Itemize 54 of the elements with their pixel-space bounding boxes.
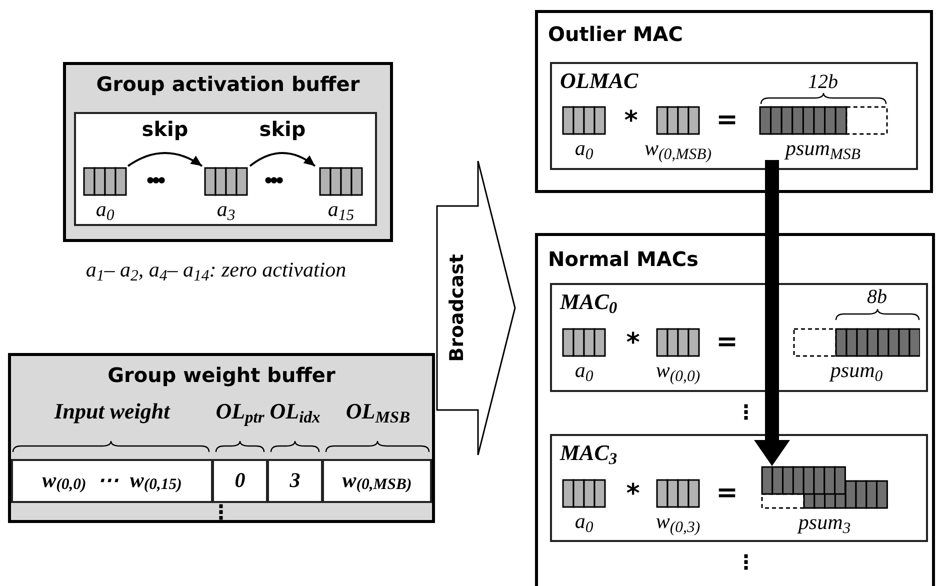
table-cell: w$_{(0,MSB)}$ [322, 459, 432, 503]
operator-symbol: * [626, 480, 640, 508]
arrow [249, 152, 316, 167]
note-text: a$_{1}$– a$_{2}$, a$_{4}$– a$_{14}$: zero activation [86, 256, 346, 286]
operator-symbol: * [624, 107, 638, 135]
column-header: Input weight [54, 398, 170, 426]
mac-box [550, 62, 918, 170]
arrow-label: Broadcast [444, 254, 469, 362]
ellipsis-dots: ⋮ [736, 402, 756, 422]
panel-title: OLMAC [560, 68, 638, 94]
math-label: a$_{0}$ [96, 197, 114, 221]
math-label: a$_{3}$ [216, 197, 236, 221]
panel-title: MAC$_{0}$ [560, 289, 618, 315]
panel-title: Normal MACs [548, 246, 698, 273]
ellipsis-dots: ⋮ [211, 502, 231, 522]
table-cell: 0 [212, 459, 268, 503]
column-header: OL$_{ptr}$ [216, 398, 264, 428]
unit-panel [535, 233, 935, 586]
column-header: OL$_{idx}$ [270, 398, 320, 428]
operator-symbol: = [716, 106, 738, 134]
bit-width-label: 8b [867, 285, 887, 310]
math-label: a$_{0}$ [574, 358, 594, 382]
operator-symbol: = [716, 479, 738, 507]
math-label: a$_{0}$ [574, 509, 594, 533]
math-label: w$_{(0,MSB)}$ [644, 136, 712, 160]
math-label: psum$_{0}$ [830, 358, 883, 382]
unit-panel [535, 10, 933, 193]
math-label: w$_{(0,3)}$ [656, 509, 700, 533]
math-label: w$_{(0,0)}$ [656, 358, 700, 382]
table-cell: 3 [267, 459, 323, 503]
operator-symbol: * [626, 329, 640, 357]
arrow [754, 160, 790, 466]
buffer-panel [63, 62, 393, 242]
column-header: OL$_{MSB}$ [346, 398, 410, 428]
bit-width-label: 12b [808, 70, 838, 95]
ellipsis-dots: ••• [146, 166, 164, 194]
math-label: psum$_{MSB}$ [786, 136, 860, 160]
edge-label: skip [259, 116, 306, 143]
operator-symbol: = [716, 328, 738, 356]
panel-title: MAC$_{3}$ [560, 440, 618, 466]
panel-title: Outlier MAC [548, 21, 683, 48]
table-cell: w$_{(0,0)}$ ⋯ w$_{(0,15)}$ [11, 459, 213, 503]
edge-label: skip [142, 116, 188, 143]
math-label: a$_{0}$ [574, 136, 594, 160]
mac-box [550, 283, 928, 392]
math-label: a$_{15}$ [328, 197, 354, 221]
arrow [127, 152, 203, 167]
mac-box [550, 434, 928, 542]
frame-box [74, 112, 377, 226]
ellipsis-dots: ••• [264, 166, 282, 194]
panel-title: Group weight buffer [106, 362, 336, 389]
math-label: psum$_{3}$ [798, 510, 851, 534]
ellipsis-dots: ⋮ [736, 552, 756, 572]
panel-title: Group activation buffer [95, 71, 361, 98]
